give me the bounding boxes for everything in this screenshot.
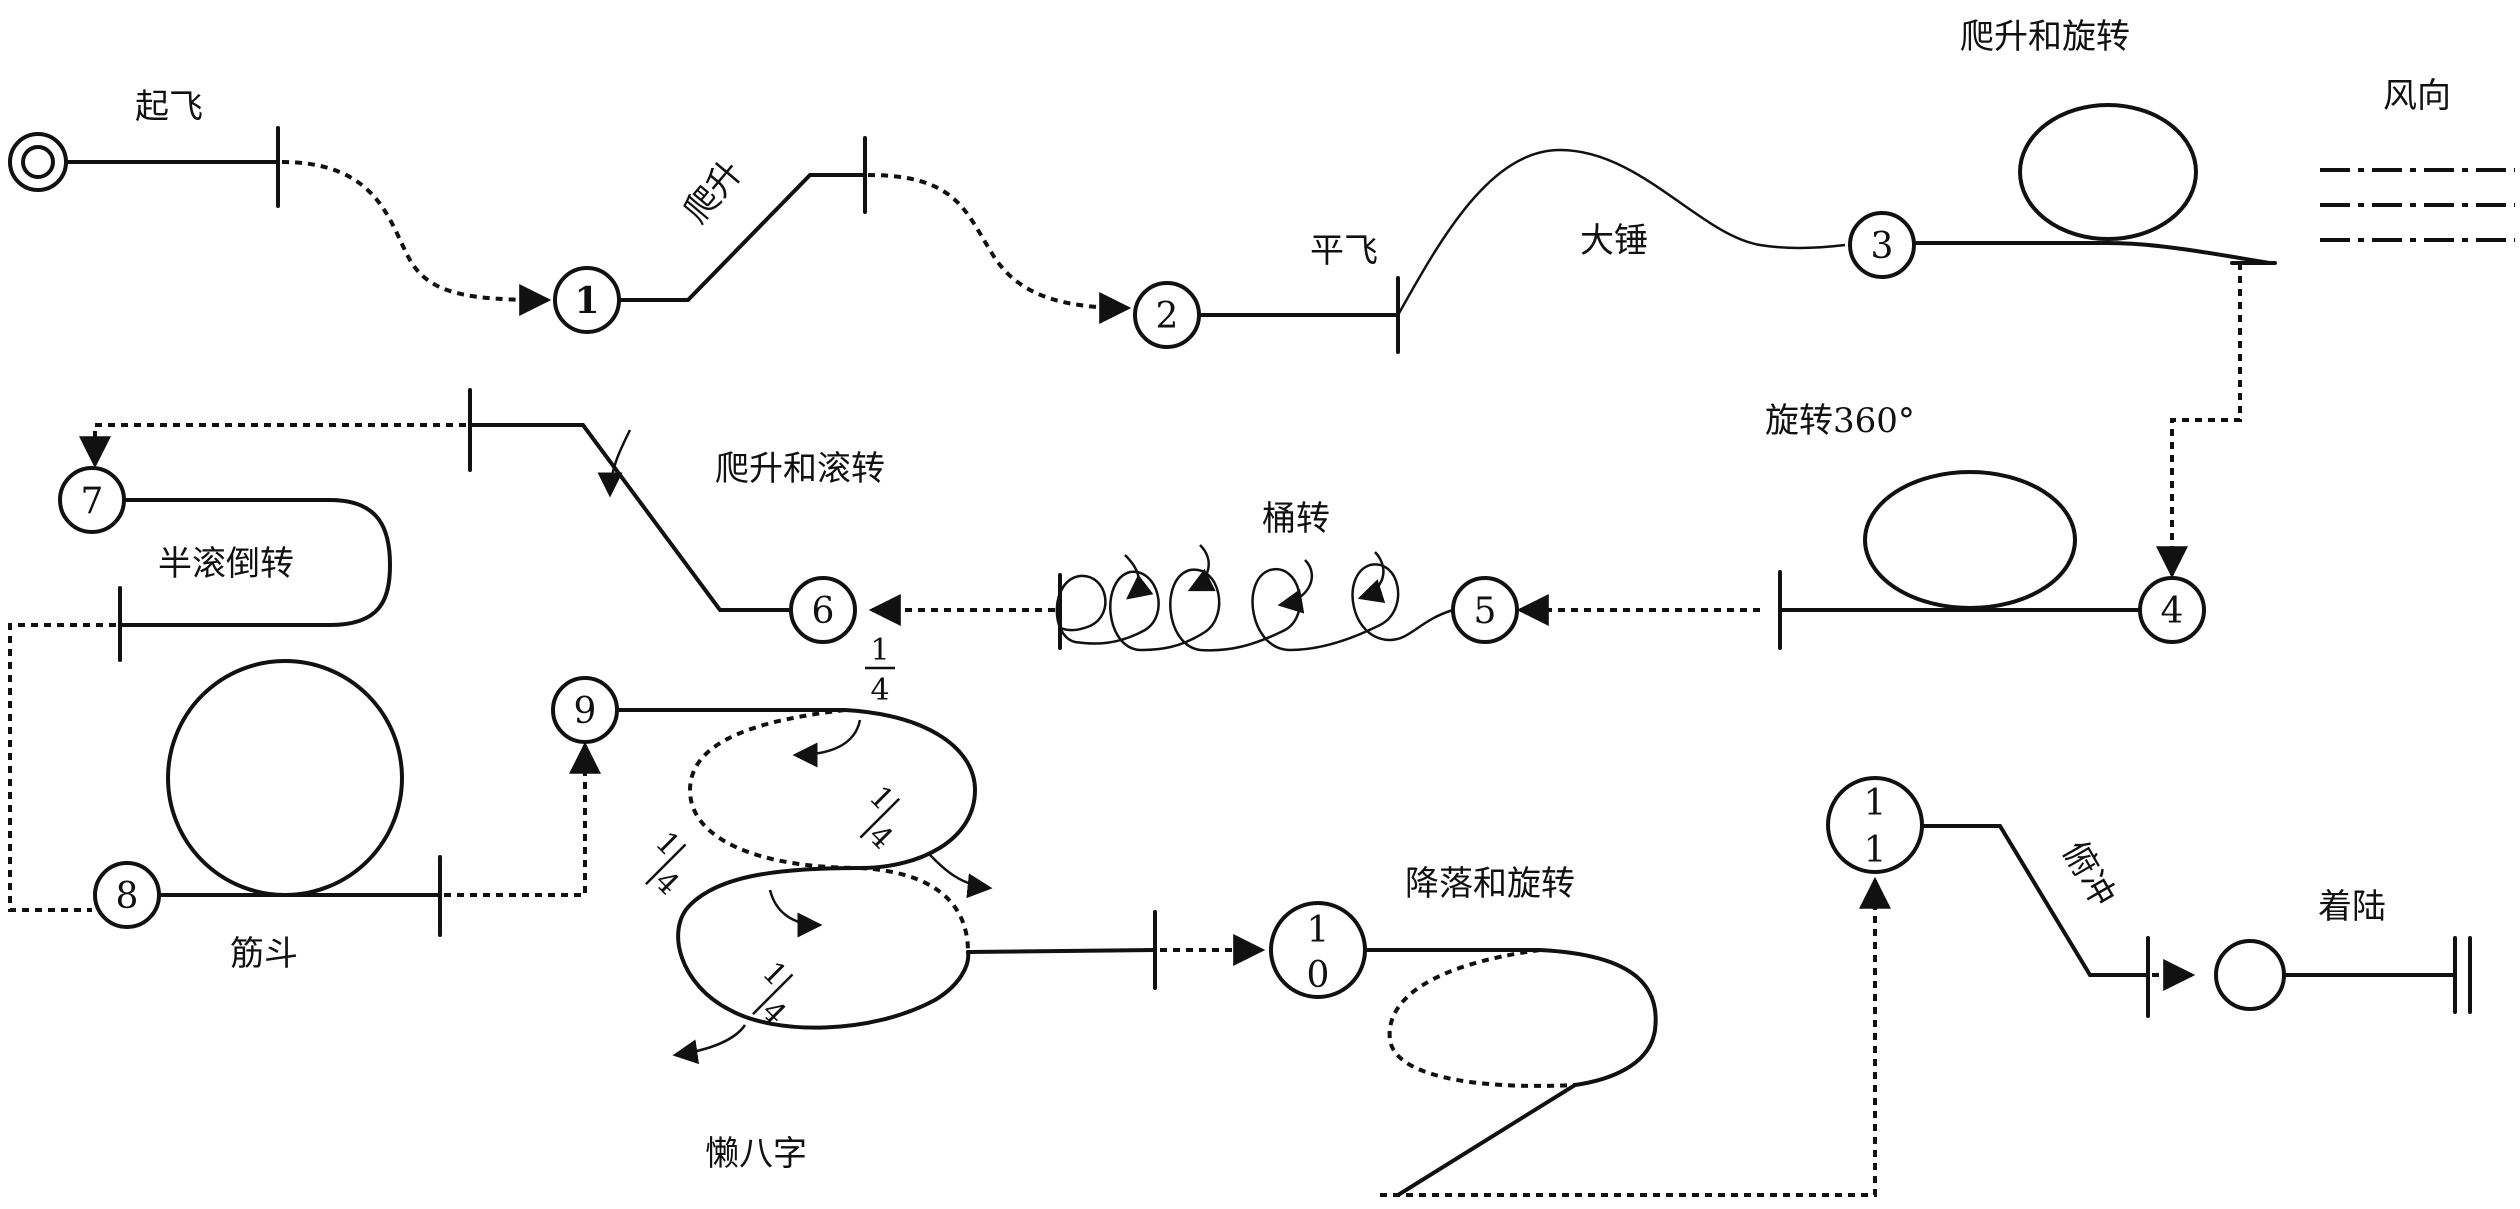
- svg-text:1: 1: [862, 779, 900, 817]
- climb-spin-loop: [2018, 103, 2198, 241]
- takeoff-label: 起飞: [135, 87, 203, 127]
- level-flight-label: 平飞: [1310, 231, 1378, 271]
- climb-line: [617, 173, 867, 302]
- lazy-eight-path: [615, 708, 1157, 1030]
- spin360-label: 旋转360°: [1765, 401, 1915, 441]
- quarter-fraction-right: 1 4: [859, 779, 900, 856]
- lazy-eight-label: 懒八字: [705, 1134, 807, 1174]
- half-roll-label: 半滚倒转: [158, 544, 294, 584]
- station-10-bottom-digit: 0: [1307, 955, 1330, 996]
- dive-label: 俯冲: [2054, 835, 2123, 914]
- loop-label: 筋斗: [230, 934, 298, 974]
- landing-label: 着陆: [2318, 887, 2386, 927]
- svg-text:1: 1: [870, 633, 889, 668]
- half-roll-path: [118, 498, 393, 627]
- station-9-number: 9: [574, 691, 597, 732]
- quarter-fraction-left: 1 4: [645, 825, 687, 902]
- svg-text:1: 1: [648, 825, 686, 863]
- wind-direction-icon: [2320, 168, 2515, 242]
- station-8-number: 8: [116, 876, 139, 917]
- station-11-bottom-digit: 1: [1864, 830, 1887, 871]
- climb-spin-exit: [2106, 241, 2277, 265]
- climb-roll-label: 爬升和滚转: [715, 449, 885, 489]
- connector-dashed: [281, 160, 552, 316]
- station-1-number: 1: [574, 280, 599, 322]
- spin360-loop: [1863, 470, 2077, 610]
- svg-text:4: 4: [648, 864, 686, 902]
- barrel-roll-path: [1055, 563, 1454, 652]
- connector-dashed: [444, 741, 601, 897]
- svg-text:4: 4: [870, 673, 889, 708]
- landing-end-icon: [2453, 936, 2472, 1014]
- landing-circle-icon: [2214, 939, 2286, 1011]
- svg-text:1: 1: [755, 955, 793, 993]
- roll-arrow-icon: [597, 429, 632, 498]
- connector-dashed: [8, 623, 116, 912]
- connector-dashed: [2156, 263, 2242, 579]
- wind-label: 风向: [2383, 76, 2451, 116]
- climb-roll-line: [468, 423, 793, 612]
- hammer-path: [1396, 148, 1846, 316]
- station-5-number: 5: [1474, 591, 1497, 632]
- connector-dashed: [1380, 876, 1891, 1197]
- station-2-number: 2: [1156, 296, 1179, 337]
- takeoff-start-icon: [8, 132, 68, 192]
- barrel-roll-arrows: [1124, 544, 1386, 614]
- descend-spin-label: 降落和旋转: [1405, 864, 1575, 904]
- station-10-top-digit: 1: [1307, 910, 1330, 951]
- hammer-label: 大锤: [1580, 221, 1648, 261]
- connector-dashed: [867, 173, 1132, 324]
- station-3-number: 3: [1871, 226, 1894, 267]
- climb-label: 爬升: [676, 153, 750, 231]
- svg-text:4: 4: [861, 818, 899, 856]
- station-11-top-digit: 1: [1864, 783, 1887, 824]
- quarter-fraction-bottom: 1 4: [752, 955, 794, 1032]
- connector-dashed: [79, 423, 466, 469]
- lazy-eight-arrows: [672, 719, 993, 1065]
- climb-spin-label: 爬升和旋转: [1960, 17, 2130, 57]
- barrel-roll-label: 桶转: [1262, 499, 1330, 539]
- dive-line: [1920, 824, 2150, 977]
- loop-circle: [166, 659, 404, 897]
- station-7-number: 7: [81, 481, 104, 522]
- station-4-number: 4: [2161, 591, 2184, 632]
- quarter-fraction-top: 1 4: [865, 633, 895, 708]
- descend-spin-path: [1363, 948, 1658, 1197]
- station-6-number: 6: [812, 591, 835, 632]
